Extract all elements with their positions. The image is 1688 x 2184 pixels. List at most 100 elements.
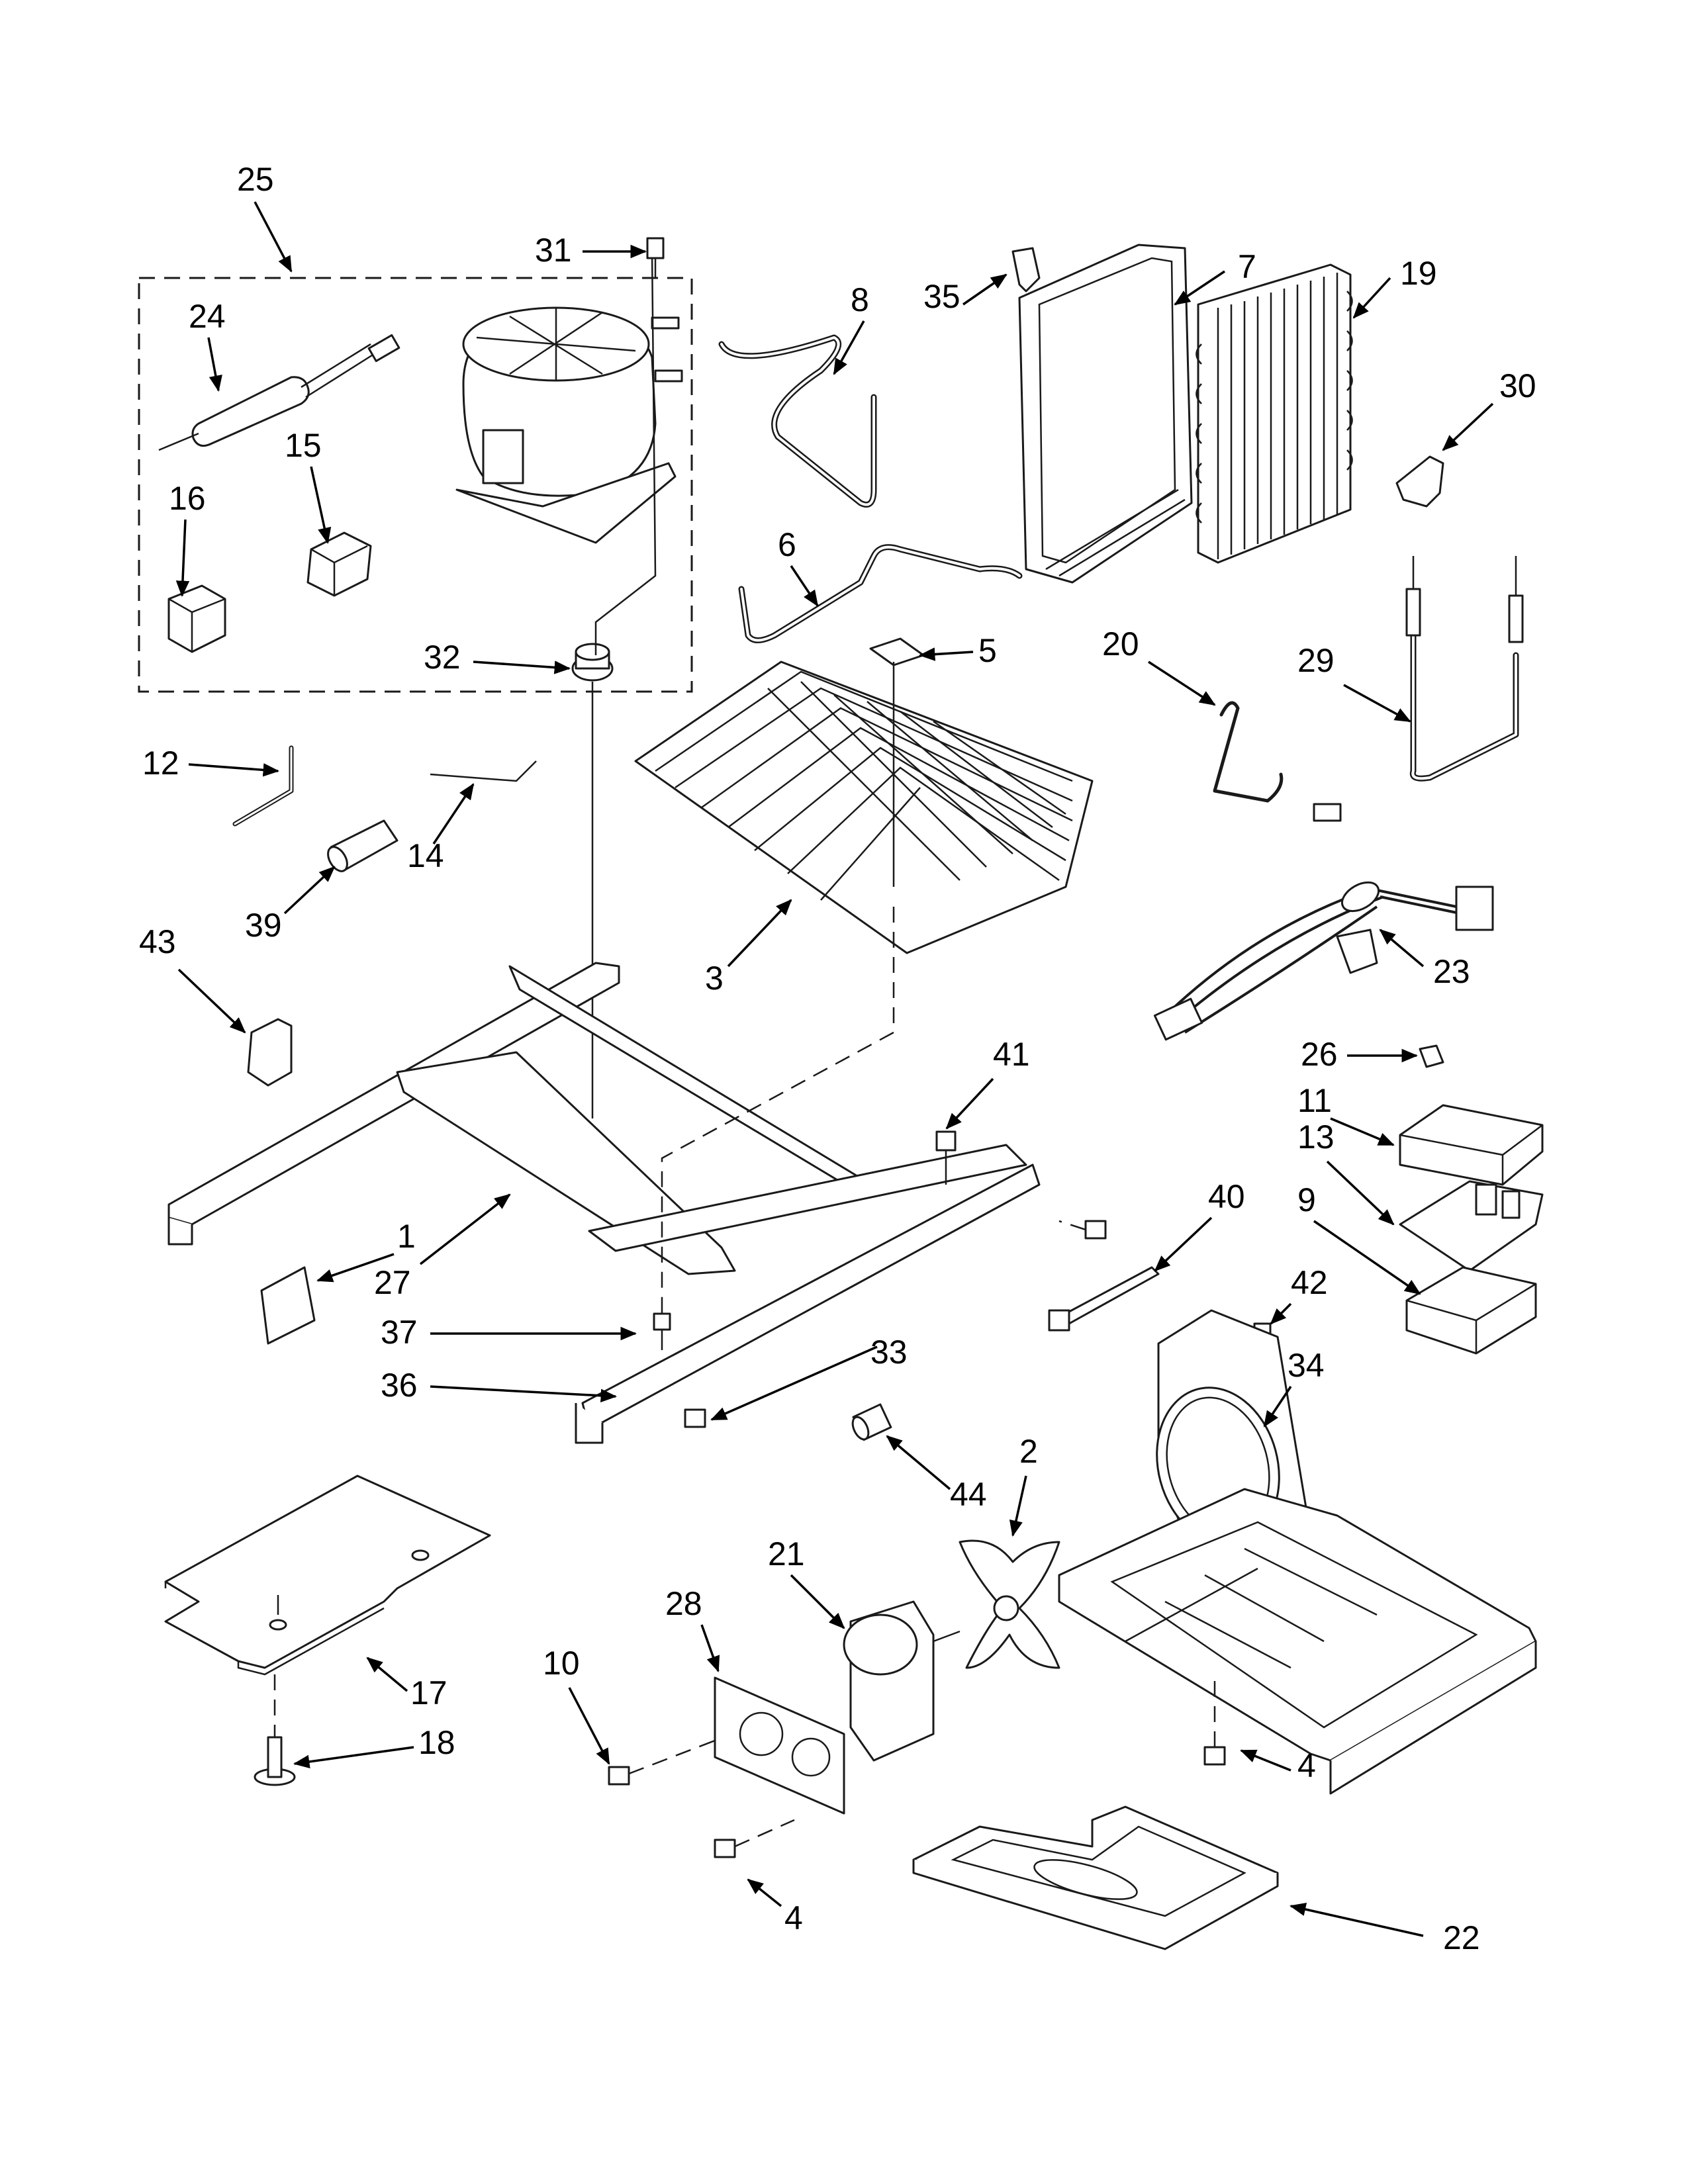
callout-arrow-28 bbox=[700, 1624, 720, 1672]
part-11-illustration bbox=[1399, 1104, 1544, 1186]
part-32-illustration bbox=[571, 251, 657, 1118]
callout-arrow-24 bbox=[207, 337, 222, 392]
callout-label-1: 1 bbox=[397, 1218, 416, 1255]
callout-label-3: 3 bbox=[705, 960, 724, 997]
callout-arrow-16 bbox=[175, 519, 190, 598]
callout-label-12: 12 bbox=[142, 745, 179, 782]
part-35-illustration bbox=[1011, 247, 1041, 293]
part-44-illustration bbox=[851, 1403, 892, 1441]
callout-label-15: 15 bbox=[285, 427, 322, 464]
callout-arrow-33 bbox=[710, 1345, 878, 1421]
callout-arrow-23 bbox=[1379, 929, 1425, 968]
callout-label-2: 2 bbox=[1019, 1433, 1038, 1470]
part-2-illustration bbox=[959, 1539, 1060, 1669]
part-43-illustration bbox=[247, 1018, 293, 1087]
part-21-illustration bbox=[843, 1600, 961, 1762]
callout-label-37: 37 bbox=[381, 1314, 418, 1351]
part-22-illustration bbox=[912, 1805, 1279, 1950]
part-29-illustration bbox=[1405, 556, 1524, 782]
callout-arrow-27 bbox=[419, 1193, 511, 1265]
part-31-illustration bbox=[646, 237, 665, 278]
callout-arrow-11 bbox=[1330, 1117, 1395, 1146]
base-frame-illustration bbox=[167, 907, 1041, 1444]
part-30-illustration bbox=[1395, 455, 1444, 508]
part-10-illustration bbox=[608, 1739, 716, 1786]
callout-arrow-43 bbox=[177, 968, 246, 1034]
callout-label-34: 34 bbox=[1288, 1347, 1325, 1384]
part-28-illustration bbox=[714, 1676, 845, 1815]
callout-label-19: 19 bbox=[1400, 255, 1437, 292]
callout-arrow-30 bbox=[1442, 402, 1494, 451]
callout-label-22: 22 bbox=[1443, 1919, 1480, 1956]
part-17-illustration bbox=[164, 1475, 491, 1676]
callout-label-20: 20 bbox=[1102, 625, 1139, 662]
callout-arrow-19 bbox=[1352, 277, 1391, 319]
callout-arrow-6 bbox=[790, 565, 819, 607]
part-13-illustration bbox=[1399, 1180, 1544, 1272]
callout-label-39: 39 bbox=[245, 907, 282, 944]
callout-label-21: 21 bbox=[768, 1535, 805, 1572]
callout-arrow-9 bbox=[1313, 1220, 1421, 1295]
part-39-illustration bbox=[327, 819, 399, 872]
callout-arrow-40 bbox=[1154, 1216, 1213, 1272]
part-18-illustration bbox=[254, 1674, 296, 1786]
callout-arrow-39 bbox=[283, 866, 336, 915]
callout-label-10: 10 bbox=[543, 1645, 580, 1682]
base-pan-illustration bbox=[1058, 1488, 1537, 1795]
callout-arrow-5 bbox=[918, 647, 974, 661]
callout-arrow-35 bbox=[962, 273, 1008, 306]
callout-label-23: 23 bbox=[1433, 953, 1470, 990]
callout-label-40: 40 bbox=[1208, 1178, 1245, 1215]
callout-label-18: 18 bbox=[418, 1724, 455, 1761]
callout-label-5: 5 bbox=[978, 632, 997, 669]
callout-label-26: 26 bbox=[1301, 1036, 1338, 1073]
callout-label-25: 25 bbox=[237, 161, 274, 198]
compressor-kit-dashed-outline bbox=[138, 277, 693, 693]
part-15-illustration bbox=[306, 531, 372, 597]
callout-arrow-15 bbox=[310, 466, 332, 544]
callout-label-42: 42 bbox=[1291, 1264, 1328, 1301]
callout-arrow-21 bbox=[790, 1574, 845, 1629]
part-4-illustration bbox=[714, 1674, 1226, 1858]
callout-arrow-34 bbox=[1263, 1386, 1292, 1428]
callout-arrow-20 bbox=[1148, 660, 1216, 706]
callout-label-32: 32 bbox=[424, 639, 461, 676]
callout-label-35: 35 bbox=[923, 278, 961, 315]
callout-arrow-8 bbox=[833, 320, 865, 375]
callout-label-31: 31 bbox=[535, 232, 572, 269]
callout-arrow-4 bbox=[1240, 1749, 1291, 1772]
callout-arrow-14 bbox=[432, 783, 475, 844]
callout-arrow-7 bbox=[1174, 270, 1225, 306]
callout-label-36: 36 bbox=[381, 1367, 418, 1404]
callout-label-9: 9 bbox=[1297, 1181, 1316, 1218]
callout-arrow-41 bbox=[945, 1077, 994, 1130]
part-7-illustration bbox=[1018, 244, 1193, 584]
callout-label-30: 30 bbox=[1499, 367, 1536, 404]
part-1-illustration bbox=[260, 1266, 316, 1345]
callout-label-27: 27 bbox=[374, 1264, 411, 1301]
callout-arrow-12 bbox=[188, 763, 280, 777]
callout-arrow-10 bbox=[568, 1687, 610, 1765]
callout-arrow-1 bbox=[316, 1253, 395, 1283]
part-8-illustration bbox=[718, 334, 877, 508]
part-12-illustration bbox=[232, 745, 294, 827]
part-16-illustration bbox=[167, 584, 226, 653]
callout-arrow-25 bbox=[254, 201, 293, 273]
part-14-illustration bbox=[430, 760, 537, 782]
callout-arrow-22 bbox=[1289, 1902, 1424, 1937]
callout-label-4: 4 bbox=[1297, 1747, 1316, 1784]
callout-label-16: 16 bbox=[169, 480, 206, 517]
callout-arrow-42 bbox=[1270, 1302, 1292, 1325]
callout-label-11: 11 bbox=[1297, 1082, 1332, 1119]
callout-arrow-36 bbox=[430, 1385, 618, 1402]
part-3-illustration bbox=[634, 660, 1094, 954]
callout-arrow-3 bbox=[727, 899, 792, 968]
part-9-illustration bbox=[1405, 1266, 1537, 1355]
callout-label-4: 4 bbox=[784, 1899, 803, 1936]
callout-label-33: 33 bbox=[870, 1334, 908, 1371]
callout-arrow-18 bbox=[293, 1746, 414, 1769]
callout-arrow-44 bbox=[886, 1435, 951, 1490]
part-26-illustration bbox=[1419, 1044, 1444, 1068]
